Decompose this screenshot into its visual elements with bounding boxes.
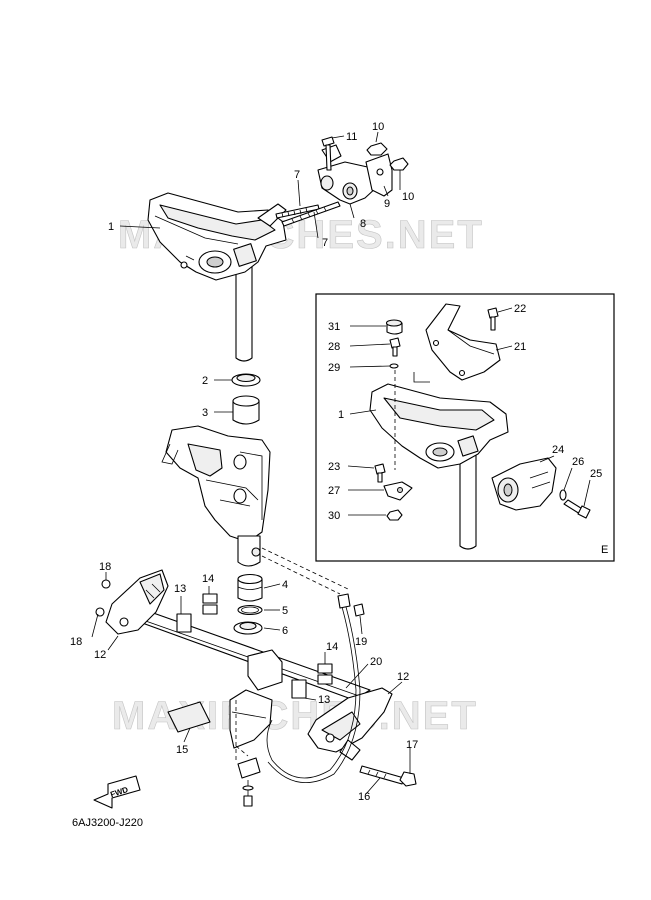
callout-1: 1: [108, 221, 114, 233]
nut-17: [399, 771, 417, 787]
clamp-24: [491, 457, 557, 511]
callout-18-lower: 18: [70, 636, 82, 648]
callout-23: 23: [328, 461, 340, 473]
callout-31: 31: [328, 321, 340, 333]
callout-2: 2: [202, 375, 208, 387]
callout-22: 22: [514, 303, 526, 315]
nut-30: [386, 509, 403, 521]
bushing-4: [237, 573, 263, 602]
bushing-3: [232, 395, 260, 425]
callout-6: 6: [282, 625, 288, 637]
plate-27: [383, 481, 413, 501]
anode-15: [167, 701, 211, 733]
callout-10-upper: 10: [372, 121, 384, 133]
nut-10-lower: [389, 157, 409, 171]
callout-11: 11: [346, 131, 357, 143]
screw-28: [389, 337, 401, 357]
callout-17: 17: [406, 739, 418, 751]
callout-28: 28: [328, 341, 340, 353]
callout-12-left: 12: [94, 649, 106, 661]
tilt-stop-bracket: [229, 689, 273, 760]
callout-8: 8: [360, 218, 366, 230]
bolt-22: [487, 307, 499, 331]
callout-26: 26: [572, 456, 584, 468]
clamp-bracket-12-left: [105, 569, 169, 635]
callout-20: 20: [370, 656, 382, 668]
callout-24: 24: [552, 444, 564, 456]
callout-10-lower: 10: [402, 191, 414, 203]
steering-bracket: [161, 425, 271, 567]
inset-frame-e: [315, 293, 615, 562]
callout-19: 19: [355, 636, 367, 648]
callout-27: 27: [328, 485, 340, 497]
callout-7-upper: 7: [294, 169, 300, 181]
hose-20: [266, 593, 361, 783]
plate-9: [365, 153, 393, 197]
inset-label: E: [601, 544, 608, 556]
watermark-bottom: MAXIFICHES.NET: [112, 694, 478, 738]
cap-31: [385, 319, 403, 335]
screw-18-upper: [101, 579, 111, 589]
friction-plate-13-right: [291, 679, 307, 699]
callout-18-upper: 18: [99, 561, 111, 573]
callout-numbers: 1 11 10 7 9 10 8 7 2 3 31 22 28 21 29 1 …: [70, 121, 602, 803]
callout-13-left: 13: [174, 583, 186, 595]
callout-4: 4: [282, 579, 288, 591]
washer-29: [389, 363, 399, 369]
swivel-bracket-inset: [369, 370, 509, 550]
o-ring-5: [237, 604, 263, 616]
bolt-11: [321, 136, 335, 171]
callout-7-lower: 7: [322, 237, 328, 249]
callout-15: 15: [176, 744, 188, 756]
diagram-code: 6AJ3200-J220: [72, 817, 143, 829]
nut-10-upper: [366, 142, 388, 156]
fwd-arrow-icon: FWD: [93, 775, 141, 809]
callout-3: 3: [202, 407, 208, 419]
bolt-16: [359, 765, 405, 785]
callout-14-left: 14: [202, 573, 214, 585]
callout-16: 16: [358, 791, 370, 803]
bushing-6: [233, 621, 263, 635]
grease-nipple-19: [353, 603, 365, 617]
clamp-bracket-12-right: [307, 687, 393, 761]
friction-plate-14-left: [202, 593, 218, 615]
callout-9: 9: [384, 198, 390, 210]
friction-plate-13-left: [176, 613, 192, 633]
clamp-block-8: [317, 144, 379, 205]
swivel-bracket-upper: [147, 192, 287, 362]
bolt-25: [563, 499, 591, 519]
callout-5: 5: [282, 605, 288, 617]
bolt-7-lower: [281, 201, 341, 227]
washer-26: [559, 489, 567, 501]
callout-21: 21: [514, 341, 526, 353]
center-block: [247, 649, 283, 691]
callout-13-right: 13: [318, 694, 330, 706]
callout-29: 29: [328, 362, 340, 374]
callout-30: 30: [328, 510, 340, 522]
callout-1-inset: 1: [338, 409, 344, 421]
callout-25: 25: [590, 468, 602, 480]
callout-14-right: 14: [326, 641, 338, 653]
callout-12-right: 12: [397, 671, 409, 683]
lower-bolt-set: [237, 757, 261, 807]
screw-23: [374, 463, 386, 483]
cover-bracket-21: [425, 303, 501, 381]
bushing-2: [231, 373, 261, 387]
leader-lines: [91, 131, 591, 795]
screw-18-lower: [95, 607, 105, 617]
